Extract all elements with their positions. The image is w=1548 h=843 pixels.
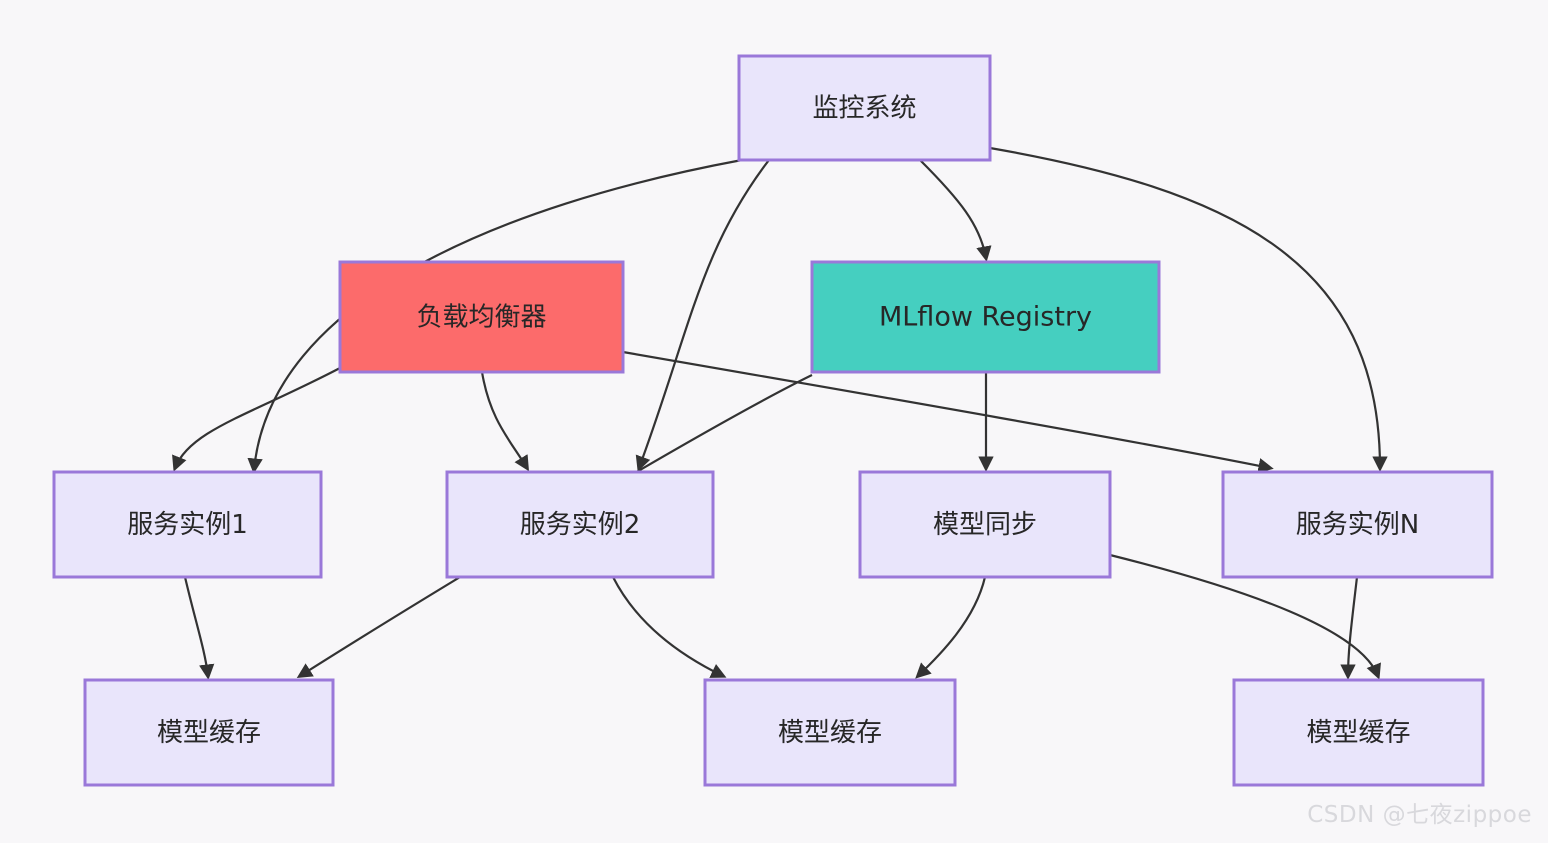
node-label-sync: 模型同步 [933,510,1037,540]
edge-monitor-to-svcn [989,146,1388,472]
node-cache2[interactable]: 模型缓存 [703,678,957,787]
node-box-lb[interactable] [338,260,625,374]
node-label-lb: 负载均衡器 [416,303,546,333]
watermark-label: CSDN @七夜zippoe [1307,802,1532,828]
node-svcn[interactable]: 服务实例N [1221,470,1494,579]
edge-lb-to-svc1 [172,367,341,472]
edge-lb-to-svc2 [480,371,529,472]
edge-monitor-to-registry [919,159,992,262]
node-box-svc1[interactable] [52,470,323,579]
node-registry[interactable]: MLflow Registry [810,260,1161,374]
node-label-svcn: 服务实例N [1296,510,1419,540]
node-lb[interactable]: 负载均衡器 [338,260,625,374]
node-box-svcn[interactable] [1221,470,1494,579]
node-cache1[interactable]: 模型缓存 [83,678,335,787]
node-label-svc2: 服务实例2 [520,510,641,540]
edge-sync-to-cache3 [1109,553,1381,680]
edge-lb-to-svcn [622,350,1274,474]
edge-svc2-to-cache2 [612,576,727,678]
node-label-cache1: 模型缓存 [157,718,261,748]
node-sync[interactable]: 模型同步 [858,470,1112,579]
edge-svc1-to-cache1 [183,576,215,680]
node-label-registry: MLflow Registry [879,302,1092,333]
node-box-cache2[interactable] [703,678,957,787]
node-box-cache3[interactable] [1232,678,1485,787]
node-label-svc1: 服务实例1 [127,510,248,540]
node-label-cache3: 模型缓存 [1306,718,1410,748]
node-box-monitor[interactable] [737,54,992,162]
node-svc2[interactable]: 服务实例2 [445,470,715,579]
node-cache3[interactable]: 模型缓存 [1232,678,1485,787]
node-label-monitor: 监控系统 [812,94,916,124]
node-box-sync[interactable] [858,470,1112,579]
edge-sync-to-cache2 [915,576,987,679]
node-box-registry[interactable] [810,260,1161,374]
edge-layer [172,146,1388,680]
node-box-cache1[interactable] [83,678,335,787]
node-label-cache2: 模型缓存 [778,718,882,748]
edge-svcn-to-cache3 [1340,576,1359,680]
node-box-svc2[interactable] [445,470,715,579]
node-monitor[interactable]: 监控系统 [737,54,992,162]
edge-monitor-to-svc2 [635,159,770,472]
node-svc1[interactable]: 服务实例1 [52,470,323,579]
